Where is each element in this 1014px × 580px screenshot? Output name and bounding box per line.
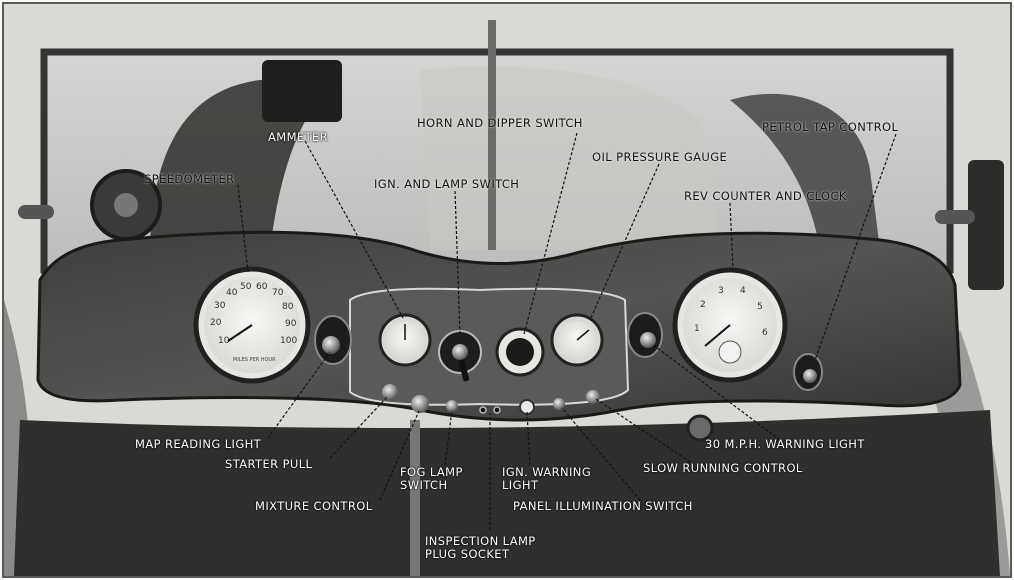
- label-map-light: MAP READING LIGHT: [135, 437, 262, 451]
- speedometer-gauge: 10 20 30 40 50 60 70 80 90 100 MILES PER…: [193, 266, 311, 384]
- rev-tick-3: 3: [718, 286, 724, 296]
- label-rev-counter: REV COUNTER AND CLOCK: [684, 189, 847, 203]
- leader-oil-pressure: [589, 163, 660, 321]
- speedo-tick-30: 30: [214, 301, 226, 311]
- speedo-tick-80: 80: [282, 302, 294, 312]
- label-petrol-tap: PETROL TAP CONTROL: [762, 120, 899, 134]
- screen-bracket-left: [18, 205, 54, 219]
- oil-pressure-gauge: [550, 313, 604, 367]
- starter-pull-knob: [382, 384, 398, 400]
- lower-cowl-knob: [686, 414, 714, 442]
- slow-running-knob: [586, 390, 600, 404]
- speedo-caption: MILES PER HOUR: [233, 357, 276, 363]
- leader-starter-pull: [329, 395, 389, 459]
- label-ammeter: AMMETER: [268, 130, 329, 144]
- rev-needle: [704, 324, 731, 347]
- label-mixture: MIXTURE CONTROL: [255, 499, 373, 513]
- speedo-tick-60: 60: [256, 282, 268, 292]
- clock-subdial: [718, 340, 742, 364]
- map-reading-light: [314, 315, 352, 365]
- speedo-tick-10: 10: [218, 336, 230, 346]
- petrol-tap-control: [793, 353, 823, 391]
- seat-reflection-right: [730, 93, 880, 250]
- leader-ign-warning: [526, 411, 531, 466]
- leader-petrol-tap: [814, 133, 897, 361]
- speedo-tick-100: 100: [280, 336, 297, 346]
- leader-slow-running: [595, 398, 691, 463]
- rev-tick-1: 1: [694, 324, 700, 334]
- leader-rev-counter: [729, 202, 734, 271]
- rev-tick-2: 2: [700, 300, 706, 310]
- leader-30mph: [651, 343, 781, 441]
- label-starter-pull: STARTER PULL: [225, 457, 313, 471]
- screen-bracket-right: [935, 210, 975, 224]
- ign-warning-light-lens: [519, 399, 535, 415]
- leader-ammeter: [304, 140, 404, 319]
- label-slow-running: SLOW RUNNING CONTROL: [643, 461, 803, 475]
- warning-light-30mph: [627, 312, 663, 358]
- label-speedometer: SPEEDOMETER: [144, 172, 235, 186]
- ammeter-gauge: [378, 313, 432, 367]
- rev-tick-5: 5: [757, 302, 763, 312]
- label-horn-dipper: HORN AND DIPPER SWITCH: [417, 116, 583, 130]
- label-ign-warning: IGN. WARNING LIGHT: [502, 465, 592, 492]
- speedo-tick-70: 70: [272, 288, 284, 298]
- label-fog-lamp: FOG LAMP SWITCH: [400, 465, 463, 492]
- speedo-tick-90: 90: [285, 319, 297, 329]
- seat-reflection-left: [150, 78, 340, 255]
- leader-fog-lamp: [444, 409, 453, 466]
- inspection-socket-a: [479, 406, 487, 414]
- fog-lamp-switch-knob: [446, 400, 458, 412]
- mirror-boss: [114, 193, 138, 217]
- speedo-tick-40: 40: [226, 288, 238, 298]
- rev-tick-6: 6: [762, 328, 768, 338]
- label-ign-lamp: IGN. AND LAMP SWITCH: [374, 177, 520, 191]
- leader-ign-lamp: [454, 190, 461, 335]
- rev-counter-clock: 1 2 3 4 5 6: [672, 267, 788, 383]
- speedo-tick-20: 20: [210, 318, 222, 328]
- leader-lines: [237, 132, 897, 530]
- panel-illum-switch-knob: [553, 398, 565, 410]
- label-oil-pressure: OIL PRESSURE GAUGE: [592, 150, 728, 164]
- screen-pillar: [488, 20, 496, 250]
- leader-map-light: [267, 351, 331, 439]
- leader-panel-illum: [561, 407, 641, 501]
- steering-column: [410, 420, 420, 576]
- lower-cowl: [14, 410, 1000, 576]
- speedo-needle: [227, 324, 253, 342]
- label-30mph-warning: 30 M.P.H. WARNING LIGHT: [705, 437, 865, 451]
- mirror-right: [968, 160, 1004, 290]
- label-inspection-lamp: INSPECTION LAMP PLUG SOCKET: [425, 534, 536, 561]
- speedo-tick-50: 50: [240, 282, 252, 292]
- rev-tick-4: 4: [740, 286, 746, 296]
- mixture-control-knob: [411, 395, 429, 413]
- wiper-motor: [262, 60, 342, 122]
- leader-mixture: [379, 410, 420, 501]
- inspection-socket-b: [493, 406, 501, 414]
- leader-speedometer: [237, 184, 249, 273]
- label-panel-illum: PANEL ILLUMINATION SWITCH: [513, 499, 693, 513]
- horn-dipper-switch: [495, 327, 545, 377]
